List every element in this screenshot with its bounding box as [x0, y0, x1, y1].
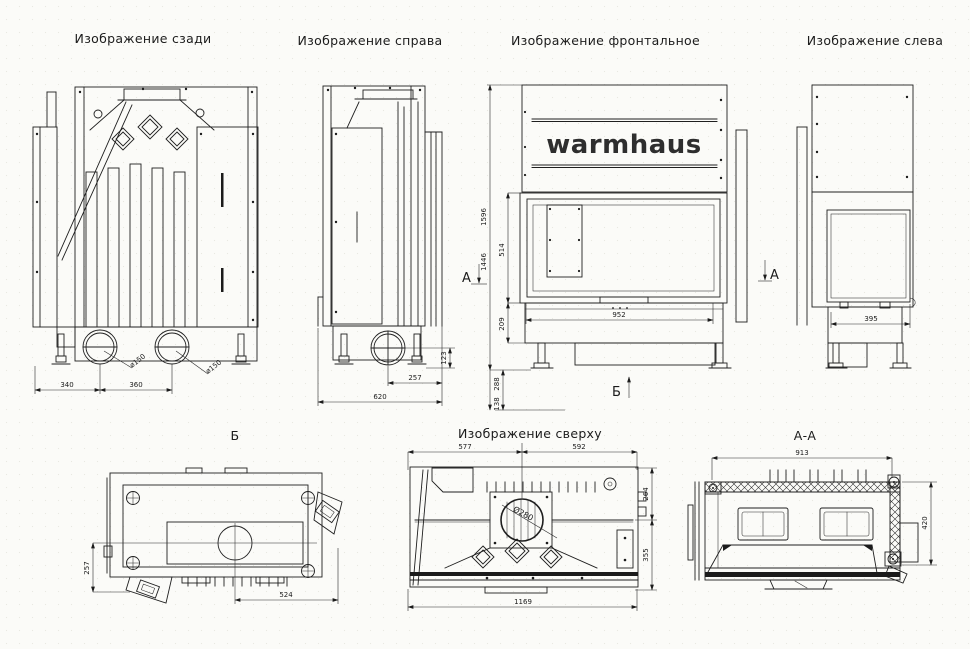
bottom-view-drawing: 257 524 [83, 467, 343, 604]
front-section-b-label: Б [612, 385, 621, 400]
top-dimensions [407, 443, 657, 611]
aa-body [687, 469, 919, 590]
front-dim-288: 288 [493, 377, 501, 390]
bottom-centerlines [93, 523, 317, 604]
top-dim-592: 592 [572, 443, 585, 451]
front-dim-138: 138 [493, 397, 501, 410]
left-view-drawing: 395 А [758, 84, 916, 369]
left-body [796, 84, 916, 369]
front-dim-209: 209 [498, 317, 506, 330]
rear-screw-dots [35, 87, 255, 322]
front-dimensions [471, 84, 714, 411]
bottom-body [103, 467, 343, 604]
section-aa-drawing: 913 420 [687, 449, 937, 590]
left-view-title: Изображение слева [806, 33, 944, 48]
left-screw-dots [815, 95, 909, 179]
right-dim-620: 620 [373, 393, 386, 401]
rear-dim-340: 340 [60, 381, 73, 389]
top-dim-flue: Ø280 [512, 504, 536, 523]
left-section-a-label: А [770, 268, 779, 283]
right-dimensions [317, 326, 455, 406]
top-view-title: Изображение сверху [458, 426, 602, 441]
bottom-dim-524: 524 [279, 591, 293, 599]
rear-body [32, 86, 259, 365]
front-view-title: Изображение фронтальное [510, 33, 700, 48]
bottom-dimensions [91, 542, 339, 604]
front-dim-952: 952 [612, 311, 625, 319]
brand-logo: warmhaus [546, 130, 702, 160]
front-section-a-label: А [462, 271, 471, 286]
top-dim-264: 264 [642, 487, 650, 501]
left-dim-395: 395 [864, 315, 877, 323]
top-dim-355: 355 [642, 548, 650, 561]
aa-dim-913: 913 [795, 449, 808, 457]
front-view-drawing: warmhaus 1446 1596 514 209 138 288 952 А… [462, 84, 748, 411]
front-body [519, 84, 748, 369]
top-dim-577: 577 [458, 443, 471, 451]
right-dim-123: 123 [440, 351, 448, 364]
aa-dim-420: 420 [921, 516, 929, 529]
right-view-drawing: 123 257 620 [317, 85, 455, 406]
section-aa-title: А-А [793, 428, 817, 443]
rear-dim-360: 360 [129, 381, 142, 389]
right-dim-257: 257 [408, 374, 421, 382]
top-view-drawing: 577 592 264 355 1169 Ø280 [407, 443, 657, 611]
top-dim-1169: 1169 [514, 598, 532, 606]
rear-view-drawing: 340 360 ø150 ø150 [32, 86, 259, 394]
front-screw-dots [523, 98, 723, 309]
right-screw-dots [326, 86, 422, 314]
rear-view-title: Изображение сзади [74, 31, 212, 46]
left-dimensions [758, 260, 911, 328]
front-dim-1446: 1446 [480, 253, 488, 271]
aa-dimensions [711, 456, 937, 566]
right-body [317, 85, 443, 366]
rear-dimensions [34, 350, 209, 394]
bottom-dim-257: 257 [83, 561, 91, 574]
front-dim-514: 514 [498, 243, 506, 257]
top-screw-dots [485, 495, 627, 580]
right-view-title: Изображение справа [297, 33, 443, 48]
front-dim-1596: 1596 [480, 208, 488, 226]
bottom-view-title: Б [230, 428, 240, 443]
top-body [409, 466, 647, 594]
